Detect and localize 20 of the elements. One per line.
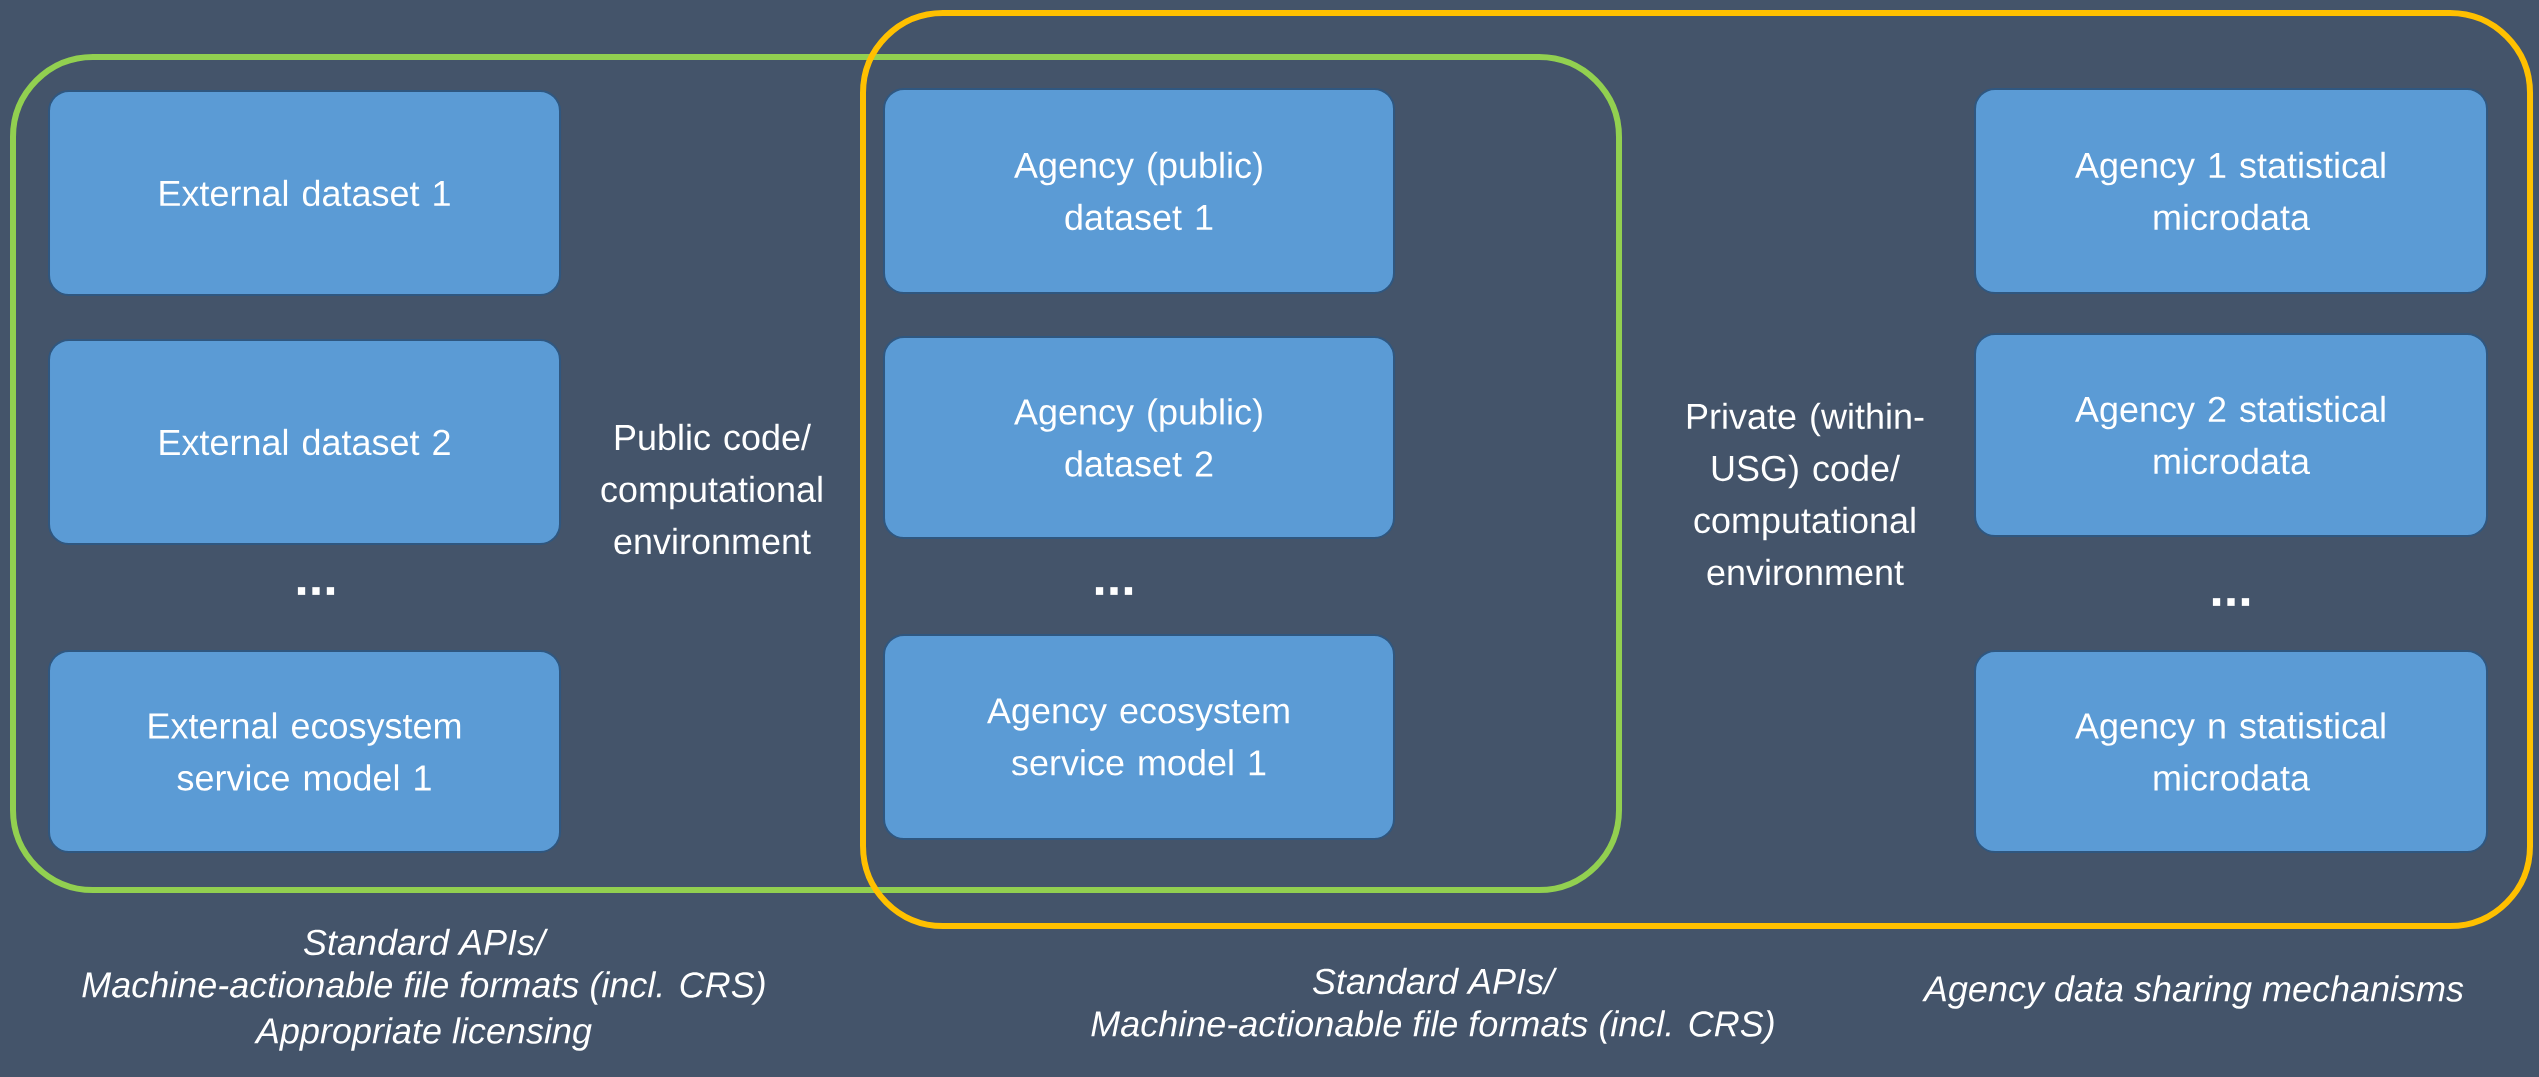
caption-text: Agency data sharing mechanisms bbox=[1922, 975, 2464, 1009]
dataset-box: External dataset 2 bbox=[48, 339, 561, 545]
dataset-box: Agency (public) dataset 2 bbox=[883, 336, 1395, 539]
caption-text: Machine-actionable file formats (incl. CRS) bbox=[1091, 1010, 1774, 1044]
dataset-box: External dataset 1 bbox=[48, 90, 561, 296]
caption-text: Machine-actionable file formats (incl. CRS) bbox=[82, 971, 765, 1005]
dataset-box: Agency n statistical microdata bbox=[1974, 650, 2489, 853]
dataset-box: Agency 2 statistical microdata bbox=[1974, 333, 2489, 537]
dataset-box: External ecosystem service model 1 bbox=[48, 650, 561, 853]
region-text: Private (within-USG) code/ computational environment bbox=[1687, 402, 1924, 586]
dataset-box: Agency 1 statistical microdata bbox=[1974, 88, 2489, 294]
ellipsis: ... bbox=[297, 587, 335, 595]
caption-text: Standard APIs/ bbox=[303, 928, 549, 956]
caption-text: Standard APIs/ bbox=[1313, 967, 1558, 995]
dataset-box: Agency ecosystem service model 1 bbox=[883, 634, 1395, 840]
region-text: Public code/ computational environment bbox=[601, 423, 822, 555]
ellipsis: ... bbox=[2212, 598, 2250, 606]
caption-text: Appropriate licensing bbox=[254, 1017, 592, 1051]
dataset-box: Agency (public) dataset 1 bbox=[883, 88, 1395, 294]
ellipsis: ... bbox=[1095, 587, 1133, 595]
